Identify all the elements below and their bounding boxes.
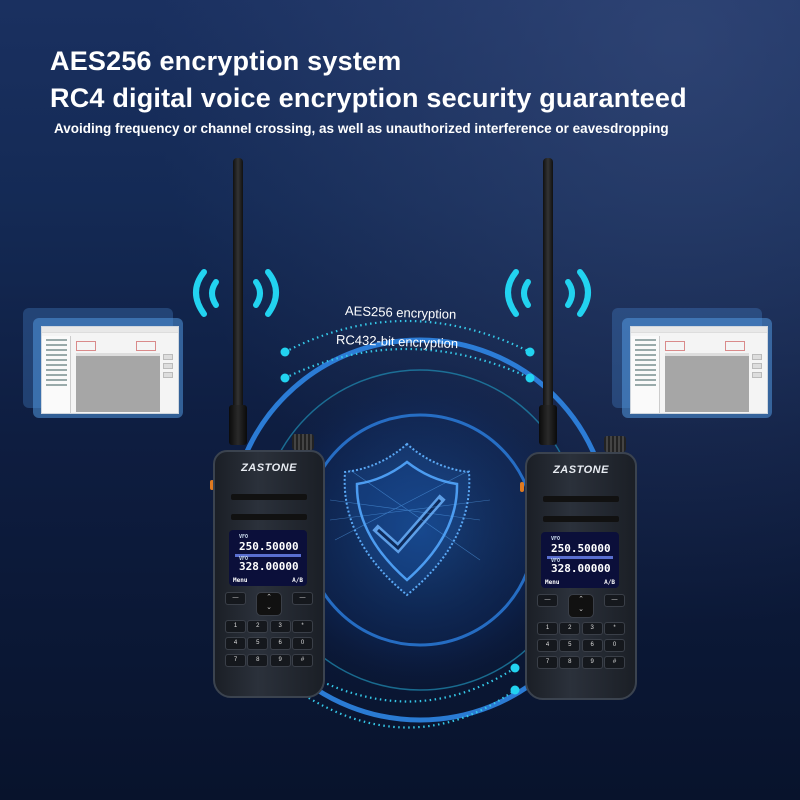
key-hash[interactable]: # <box>291 654 313 667</box>
side-button <box>520 482 524 492</box>
speaker-grille <box>231 514 307 520</box>
key-9[interactable]: 9 <box>269 654 291 667</box>
radio-body: ZASTONE VFO 250.50000 VFO 328.00000 Menu… <box>213 450 325 698</box>
ab-softkey-label: A/B <box>292 577 303 584</box>
vfo-b-label: VFO <box>239 556 249 562</box>
ab-softkey-label: A/B <box>604 579 615 586</box>
antenna <box>543 158 553 418</box>
side-buttons <box>163 354 173 381</box>
vfo-a-label: VFO <box>239 534 249 540</box>
menu-bar <box>631 327 767 333</box>
antenna-base <box>229 405 247 445</box>
key-2[interactable]: 2 <box>559 622 581 635</box>
vfo-a-label: VFO <box>551 536 561 542</box>
key-6[interactable]: 6 <box>269 637 291 650</box>
key-hash[interactable]: # <box>603 656 625 669</box>
vfo-b-label: VFO <box>551 558 561 564</box>
data-grid <box>665 353 749 412</box>
shield-check-icon <box>329 442 491 597</box>
key-4[interactable]: 4 <box>537 639 558 652</box>
softkey-right[interactable]: — <box>292 592 313 605</box>
key-5[interactable]: 5 <box>559 639 581 652</box>
software-screenshot-left <box>23 308 193 428</box>
highlight-box <box>665 341 685 351</box>
software-window <box>41 326 179 414</box>
highlight-box <box>136 341 156 351</box>
channel-knob <box>604 436 626 452</box>
menu-bar <box>42 327 178 333</box>
key-6[interactable]: 6 <box>581 639 603 652</box>
softkey-right[interactable]: — <box>604 594 625 607</box>
frequency-b: 328.00000 <box>551 562 611 575</box>
side-button <box>210 480 214 490</box>
brand-logo: ZASTONE <box>241 462 297 474</box>
card-frame <box>33 318 183 418</box>
key-5[interactable]: 5 <box>247 637 269 650</box>
data-grid <box>76 353 160 412</box>
subtitle: Avoiding frequency or channel crossing, … <box>54 121 669 136</box>
speaker-grille <box>543 496 619 502</box>
software-window <box>630 326 768 414</box>
key-8[interactable]: 8 <box>559 656 581 669</box>
softkey-left[interactable]: — <box>225 592 246 605</box>
key-star[interactable]: * <box>603 622 625 635</box>
menu-softkey-label: Menu <box>233 577 248 584</box>
side-buttons <box>752 354 762 381</box>
highlight-box <box>76 341 96 351</box>
antenna-base <box>539 405 557 445</box>
headline-line-1: AES256 encryption system <box>50 46 402 76</box>
lcd-screen: VFO 250.50000 VFO 328.00000 Menu A/B <box>541 532 619 588</box>
radio-body: ZASTONE VFO 250.50000 VFO 328.00000 Menu… <box>525 452 637 700</box>
key-3[interactable]: 3 <box>581 622 603 635</box>
key-8[interactable]: 8 <box>247 654 269 667</box>
key-4[interactable]: 4 <box>225 637 246 650</box>
highlight-box <box>725 341 745 351</box>
key-9[interactable]: 9 <box>581 656 603 669</box>
nav-pad[interactable]: ⌃⌄ <box>256 592 282 616</box>
frequency-a: 250.50000 <box>239 540 299 553</box>
speaker-grille <box>231 494 307 500</box>
speaker-grille <box>543 516 619 522</box>
key-7[interactable]: 7 <box>537 656 558 669</box>
headline-line-2: RC4 digital voice encryption security gu… <box>50 83 687 113</box>
frequency-a: 250.50000 <box>551 542 611 555</box>
key-7[interactable]: 7 <box>225 654 246 667</box>
key-star[interactable]: * <box>291 620 313 633</box>
card-frame <box>622 318 772 418</box>
brand-logo: ZASTONE <box>553 464 609 476</box>
signal-bar <box>547 556 613 559</box>
key-2[interactable]: 2 <box>247 620 269 633</box>
softkey-left[interactable]: — <box>537 594 558 607</box>
lcd-screen: VFO 250.50000 VFO 328.00000 Menu A/B <box>229 530 307 586</box>
nav-pad[interactable]: ⌃⌄ <box>568 594 594 618</box>
software-screenshot-right <box>612 308 782 428</box>
key-1[interactable]: 1 <box>225 620 246 633</box>
key-1[interactable]: 1 <box>537 622 558 635</box>
key-0[interactable]: 0 <box>603 639 625 652</box>
tree-panel <box>631 336 660 413</box>
menu-softkey-label: Menu <box>545 579 560 586</box>
signal-waves-right <box>505 269 591 317</box>
antenna <box>233 158 243 418</box>
key-0[interactable]: 0 <box>291 637 313 650</box>
key-3[interactable]: 3 <box>269 620 291 633</box>
frequency-b: 328.00000 <box>239 560 299 573</box>
signal-bar <box>235 554 301 557</box>
tree-panel <box>42 336 71 413</box>
channel-knob <box>292 434 314 450</box>
signal-waves-left <box>193 269 279 317</box>
